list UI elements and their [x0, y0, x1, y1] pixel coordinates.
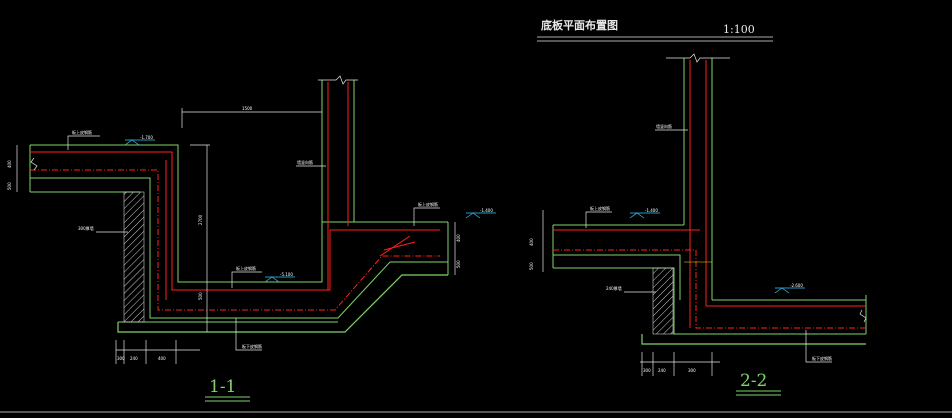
s1-elev-marker-bottom — [264, 276, 280, 283]
s1-dim-right-b: 500 — [456, 260, 461, 268]
s2-base-outline — [641, 334, 866, 345]
s2-note-wall: 墙竖向筋 — [656, 123, 672, 129]
s2-masonry-wall — [652, 267, 674, 335]
s1-dim-bot-a: 300 — [117, 356, 125, 361]
s1-dim-left-a: 400 — [7, 160, 12, 168]
s1-rebar-top — [30, 151, 440, 291]
s1-dim-left-b: 500 — [7, 182, 12, 190]
s1-leader-bottom — [231, 271, 262, 288]
plan-title-block: 底板平面布置图 1:100 — [537, 18, 773, 42]
s1-base-outline — [117, 274, 448, 333]
s1-note-wall-left: 300厚墙 — [78, 225, 94, 231]
s2-elev-marker-bottom — [774, 287, 790, 294]
s2-leader-bottom — [805, 330, 832, 363]
s2-note-wall-left: 240厚墙 — [606, 285, 622, 291]
s1-dim-bot-b: 240 — [130, 356, 138, 361]
s1-elev-bottom: -5.100 — [280, 272, 293, 277]
s1-elev-right: -1.400 — [480, 208, 493, 213]
s2-note-slab: 板上皮钢筋 — [590, 205, 610, 211]
s2-section-label: 2-2 — [740, 371, 767, 391]
s2-slab-under — [553, 267, 866, 335]
s1-concrete-outer-outline — [30, 177, 448, 319]
plan-scale: 1:100 — [723, 23, 755, 36]
s2-dim-bot-b: 240 — [658, 368, 666, 373]
s2-dim-left-a: 400 — [529, 238, 534, 246]
s2-break-right — [859, 309, 867, 323]
s2-dim-bot-c: 300 — [688, 368, 696, 373]
s1-elev-marker-right — [465, 212, 481, 219]
section-1-drawing: 1500 400 500 2700 500 400 500 300 240 40… — [7, 75, 496, 402]
s2-note-bottom: 板下皮钢筋 — [812, 355, 832, 361]
s1-section-label: 1-1 — [209, 377, 236, 397]
s1-note-bottom: 板上皮钢筋 — [236, 265, 256, 271]
s1-bent-bar-2 — [379, 235, 411, 257]
s2-elev-bottom: -2.600 — [790, 283, 803, 288]
s1-break-left — [30, 157, 38, 171]
s2-dim-left-b: 500 — [529, 262, 534, 270]
s2-break-top — [666, 53, 730, 63]
s1-note-slab: 板上皮钢筋 — [72, 129, 92, 135]
s1-leader-slab — [67, 135, 100, 150]
s1-break-top — [318, 75, 358, 85]
s2-elev-marker-top — [629, 212, 645, 219]
s1-masonry-wall — [123, 191, 145, 323]
s1-elev-marker-left — [124, 139, 140, 146]
section-2-drawing: 400 500 300 240 300 -1.400 -2.600 墙竖向筋 板… — [529, 53, 867, 396]
s1-elev-left: -1.700 — [140, 135, 153, 140]
s2-slab-rebar-bottom — [553, 249, 866, 329]
s1-dim-top: 1500 — [242, 106, 253, 111]
s1-note-bottom-lower: 板下皮钢筋 — [242, 343, 262, 349]
s2-dim-bot-a: 300 — [643, 368, 651, 373]
s1-leader-bottom-lower — [235, 318, 262, 351]
s1-dim-bot-c: 400 — [158, 356, 166, 361]
s1-dim-vsmall: 500 — [198, 292, 203, 300]
plan-title: 底板平面布置图 — [541, 18, 618, 32]
s1-bent-bar — [383, 241, 416, 251]
s1-note-right: 板上皮钢筋 — [418, 201, 438, 207]
s1-dim-right-a: 400 — [456, 234, 461, 242]
s1-rebar-bottom — [30, 169, 440, 311]
s1-dim-height: 2700 — [198, 214, 203, 225]
s1-leader-right — [413, 207, 440, 226]
s2-leader-slab — [585, 211, 612, 228]
s1-concrete-inner-outline — [30, 144, 448, 283]
s2-slab-bottom — [553, 254, 681, 300]
s1-note-wall-inner: 墙竖向筋 — [297, 159, 313, 165]
s2-elev-top: -1.400 — [645, 208, 658, 213]
